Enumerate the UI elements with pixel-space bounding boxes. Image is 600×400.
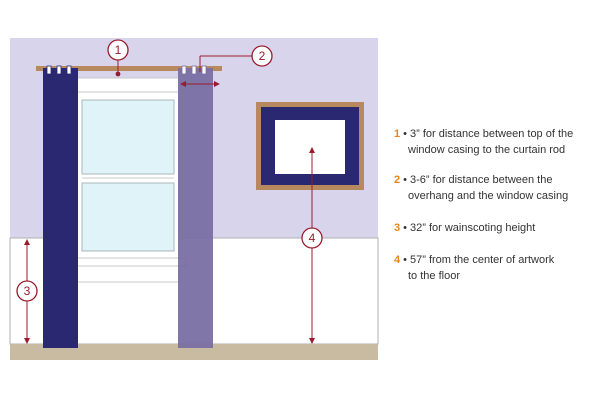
callout-2-arrow-right xyxy=(214,81,220,87)
legend-bullet: • xyxy=(403,174,407,186)
legend-number: 3 xyxy=(394,222,401,234)
callout-2-number: 2 xyxy=(259,49,266,63)
legend-bullet: • xyxy=(403,254,407,266)
legend-text-line1: 32” for wainscoting height xyxy=(409,222,536,234)
callout-3-number: 3 xyxy=(24,284,31,298)
legend-text-line2: to the floor xyxy=(408,270,460,282)
window-sill xyxy=(69,257,187,267)
curtain-ring xyxy=(66,65,72,75)
curtain-right xyxy=(178,68,213,348)
legend-item-1: 1•3” for distance between top of the win… xyxy=(394,126,573,158)
callout-2-arrow-left xyxy=(180,81,186,87)
legend-item-4: 4•57” from the center of artwork to the … xyxy=(394,252,554,284)
legend-text-line2: overhang and the window casing xyxy=(408,190,569,202)
legend-number: 2 xyxy=(394,174,401,186)
curtain-ring xyxy=(191,65,197,75)
legend-bullet: • xyxy=(403,128,407,140)
legend-text-line1: 57” from the center of artwork xyxy=(409,254,555,266)
callout-3-arrow-bottom xyxy=(24,338,30,344)
callout-3-circle xyxy=(16,280,38,302)
callout-1-number: 1 xyxy=(115,43,122,57)
curtain-ring xyxy=(56,65,62,75)
callout-3-arrow-top xyxy=(24,239,30,245)
callout-1-circle xyxy=(107,39,129,61)
callout-2-circle xyxy=(251,45,273,67)
curtain-rod xyxy=(36,66,222,71)
legend-number: 4 xyxy=(394,254,401,266)
legend-item-3: 3•32” for wainscoting height xyxy=(394,220,535,236)
callout-4-circle xyxy=(301,227,323,249)
callout-4-number: 4 xyxy=(309,231,316,245)
floor xyxy=(10,344,378,360)
legend-text-line2: window casing to the curtain rod xyxy=(408,144,566,156)
legend-text-line1: 3” for distance between top of the xyxy=(409,128,574,140)
legend-number: 1 xyxy=(394,128,401,140)
legend-text-line1: 3-6” for distance between the xyxy=(409,174,553,186)
window-pane-lower xyxy=(81,182,175,252)
legend-item-2: 2•3-6” for distance between the overhang… xyxy=(394,172,568,204)
callout-4-arrow-top xyxy=(309,147,315,153)
legend-bullet: • xyxy=(403,222,407,234)
callout-4-arrow-bottom xyxy=(309,338,315,344)
callout-1-dot xyxy=(115,71,121,77)
curtain-ring xyxy=(201,65,207,75)
curtain-ring xyxy=(181,65,187,75)
curtain-ring xyxy=(46,65,52,75)
curtain-left xyxy=(43,68,78,348)
window-pane-upper xyxy=(81,99,175,175)
artwork-canvas xyxy=(275,120,345,174)
